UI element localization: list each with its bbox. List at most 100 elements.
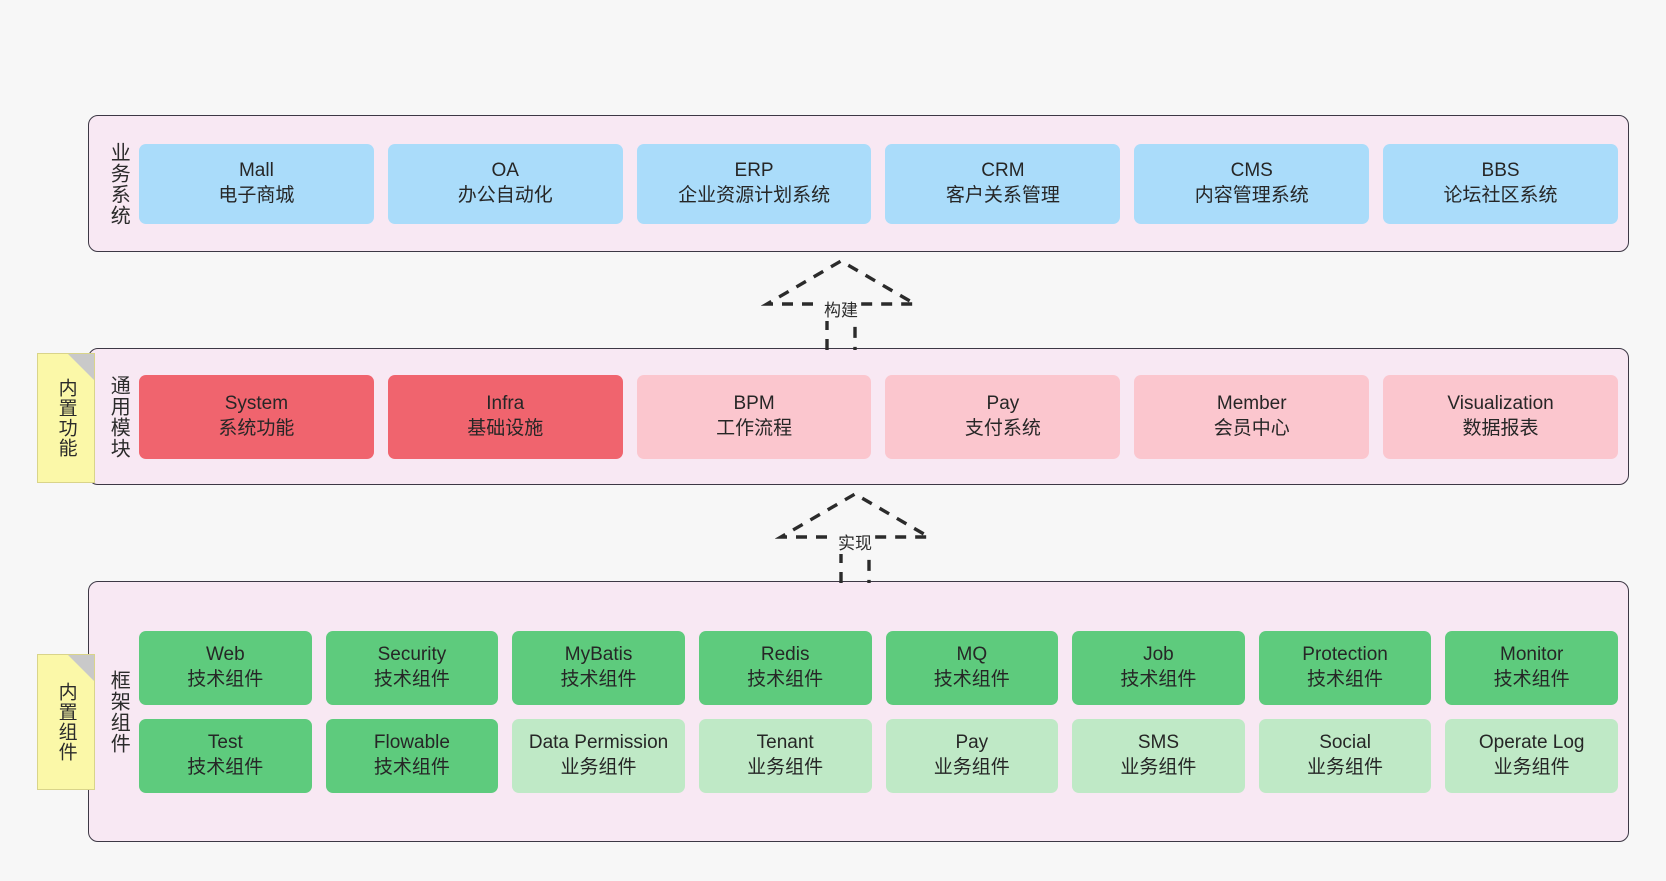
note-fold-corner-icon (68, 354, 94, 380)
card-pay-business[interactable]: Pay 业务组件 (885, 718, 1059, 793)
card-title: Security (377, 643, 447, 665)
card-test[interactable]: Test 技术组件 (139, 718, 312, 793)
note-fold-corner-icon (68, 655, 94, 681)
card-social[interactable]: Social 业务组件 (1258, 718, 1432, 793)
card-title: Visualization (1447, 392, 1554, 414)
card-mybatis[interactable]: MyBatis 技术组件 (512, 630, 685, 705)
card-title: Test (207, 731, 243, 753)
card-subtitle: 技术组件 (373, 668, 450, 690)
card-subtitle: 基础设施 (467, 417, 544, 439)
card-subtitle: 技术组件 (1120, 668, 1197, 690)
card-title: Data Permission (528, 731, 669, 753)
card-title: BPM (733, 392, 775, 414)
card-oa[interactable]: OA 办公自动化 (387, 143, 623, 224)
card-title: Monitor (1500, 643, 1564, 665)
card-title: MyBatis (564, 643, 633, 665)
note-text: 内置组件 (55, 682, 77, 762)
card-redis[interactable]: Redis 技术组件 (698, 630, 872, 705)
card-title: Tenant (756, 731, 814, 753)
build-arrow: 构建 (761, 258, 921, 350)
card-mq[interactable]: MQ 技术组件 (885, 630, 1059, 705)
card-title: Web (205, 643, 245, 665)
layer-business-systems: 业务系统 Mall 电子商城 OA 办公自动化 ERP 企业资源计划系统 CRM… (88, 115, 1629, 252)
card-title: Redis (760, 643, 810, 665)
card-subtitle: 技术组件 (187, 756, 264, 778)
card-title: Social (1319, 731, 1371, 753)
card-title: SMS (1137, 731, 1180, 753)
card-title: MQ (956, 643, 988, 665)
card-subtitle: 技术组件 (747, 668, 824, 690)
layer-body-common-modules: System 系统功能 Infra 基础设施 BPM 工作流程 Pay 支付系统… (135, 349, 1628, 484)
card-subtitle: 企业资源计划系统 (678, 184, 831, 206)
card-row: System 系统功能 Infra 基础设施 BPM 工作流程 Pay 支付系统… (139, 374, 1618, 459)
card-title: Infra (486, 392, 525, 414)
build-arrow-label: 构建 (822, 296, 860, 321)
card-title: CMS (1230, 159, 1273, 181)
card-infra[interactable]: Infra 基础设施 (387, 374, 623, 459)
card-flowable[interactable]: Flowable 技术组件 (325, 718, 499, 793)
card-subtitle: 技术组件 (187, 668, 264, 690)
card-sms[interactable]: SMS 业务组件 (1072, 718, 1245, 793)
layer-title-framework-components: 框架组件 (107, 669, 130, 754)
card-subtitle: 数据报表 (1462, 417, 1539, 439)
card-tenant[interactable]: Tenant 业务组件 (698, 718, 872, 793)
card-subtitle: 系统功能 (218, 417, 295, 439)
card-job[interactable]: Job 技术组件 (1072, 630, 1245, 705)
card-erp[interactable]: ERP 企业资源计划系统 (636, 143, 872, 224)
card-system[interactable]: System 系统功能 (139, 374, 374, 459)
card-subtitle: 支付系统 (964, 417, 1041, 439)
card-subtitle: 技术组件 (560, 668, 637, 690)
card-subtitle: 业务组件 (1120, 756, 1197, 778)
card-title: Job (1143, 643, 1174, 665)
card-subtitle: 技术组件 (373, 756, 450, 778)
card-member[interactable]: Member 会员中心 (1134, 374, 1370, 459)
layer-body-business-systems: Mall 电子商城 OA 办公自动化 ERP 企业资源计划系统 CRM 客户关系… (135, 116, 1628, 251)
card-bpm[interactable]: BPM 工作流程 (636, 374, 872, 459)
layer-body-framework-components: Web 技术组件 Security 技术组件 MyBatis 技术组件 Redi… (135, 582, 1628, 841)
card-subtitle: 技术组件 (933, 668, 1010, 690)
card-data-permission[interactable]: Data Permission 业务组件 (512, 718, 685, 793)
card-title: BBS (1481, 159, 1520, 181)
card-title: OA (491, 159, 519, 181)
card-subtitle: 工作流程 (716, 417, 793, 439)
card-subtitle: 业务组件 (1307, 756, 1384, 778)
card-pay[interactable]: Pay 支付系统 (885, 374, 1121, 459)
card-crm[interactable]: CRM 客户关系管理 (885, 143, 1121, 224)
layer-title-common-modules: 通用模块 (107, 374, 130, 459)
layer-framework-components: 框架组件 Web 技术组件 Security 技术组件 MyBatis 技术组件… (88, 581, 1629, 842)
card-web[interactable]: Web 技术组件 (139, 630, 312, 705)
card-subtitle: 电子商城 (218, 184, 295, 206)
note-builtin-features: 内置功能 (37, 353, 95, 483)
implement-arrow: 实现 (775, 491, 935, 583)
card-monitor[interactable]: Monitor 技术组件 (1445, 630, 1618, 705)
card-security[interactable]: Security 技术组件 (325, 630, 499, 705)
card-subtitle: 办公自动化 (457, 184, 553, 206)
card-title: Protection (1302, 643, 1388, 665)
card-title: Mall (238, 159, 274, 181)
card-mall[interactable]: Mall 电子商城 (139, 143, 374, 224)
card-row: Test 技术组件 Flowable 技术组件 Data Permission … (139, 718, 1618, 793)
layer-common-modules: 通用模块 System 系统功能 Infra 基础设施 BPM 工作流程 Pay… (88, 348, 1629, 485)
card-subtitle: 技术组件 (1307, 668, 1384, 690)
card-title: ERP (734, 159, 774, 181)
card-protection[interactable]: Protection 技术组件 (1258, 630, 1432, 705)
card-bbs[interactable]: BBS 论坛社区系统 (1383, 143, 1618, 224)
card-visualization[interactable]: Visualization 数据报表 (1383, 374, 1618, 459)
note-text: 内置功能 (55, 378, 77, 458)
card-subtitle: 内容管理系统 (1194, 184, 1309, 206)
card-operate-log[interactable]: Operate Log 业务组件 (1445, 718, 1618, 793)
card-subtitle: 客户关系管理 (945, 184, 1060, 206)
card-row: Web 技术组件 Security 技术组件 MyBatis 技术组件 Redi… (139, 630, 1618, 705)
card-title: Flowable (373, 731, 450, 753)
card-title: Pay (986, 392, 1020, 414)
card-subtitle: 业务组件 (933, 756, 1010, 778)
card-subtitle: 业务组件 (747, 756, 824, 778)
card-title: System (224, 392, 289, 414)
card-subtitle: 论坛社区系统 (1443, 184, 1558, 206)
implement-arrow-label: 实现 (836, 529, 874, 554)
note-builtin-components: 内置组件 (37, 654, 95, 790)
card-title: Pay (955, 731, 989, 753)
card-cms[interactable]: CMS 内容管理系统 (1134, 143, 1370, 224)
layer-title-business-systems: 业务系统 (107, 141, 130, 226)
